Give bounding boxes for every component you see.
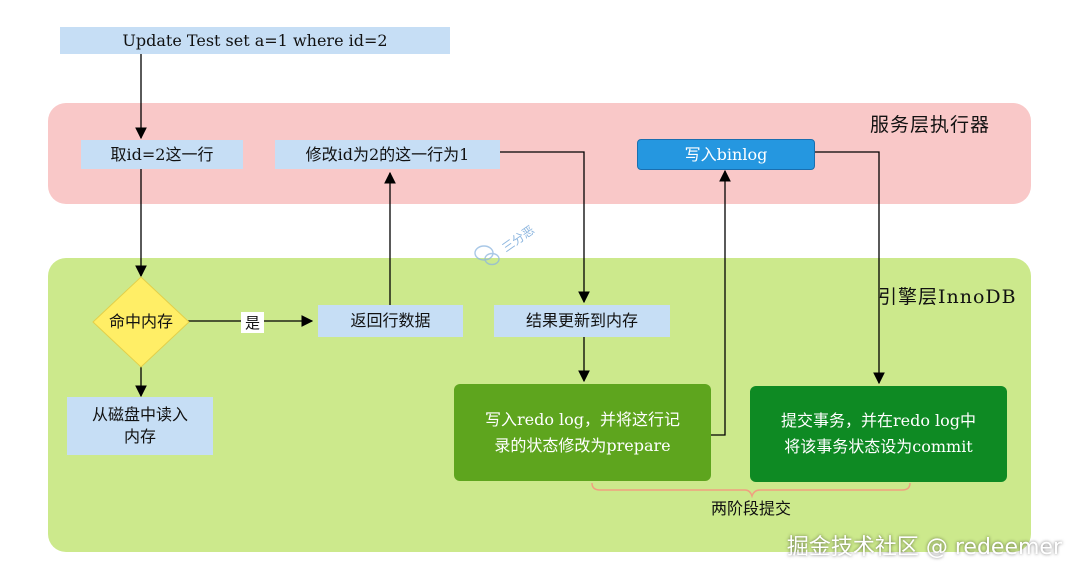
redo-prepare-line2: 录的状态修改为prepare [494,435,671,455]
yes-label: 是 [241,312,265,333]
read-disk-line2: 内存 [123,427,156,446]
engine-layer-title: 引擎层InnoDB [878,286,1017,308]
update-memory-box: 结果更新到内存 [494,305,670,337]
commit-line2: 将该事务状态设为commit [784,437,973,456]
redo-prepare-box: 写入redo log，并将这行记 录的状态修改为prepare [454,384,711,481]
write-binlog-box: 写入binlog [637,139,815,170]
fetch-row-box: 取id=2这一行 [81,140,243,169]
wechat-logo-icon [474,245,500,266]
redo-prepare-line1: 写入redo log，并将这行记 [484,409,681,429]
modify-row-box: 修改id为2的这一行为1 [275,140,500,169]
commit-box: 提交事务，并在redo log中 将该事务状态设为commit [750,386,1007,482]
return-row-data-box: 返回行数据 [318,305,463,337]
hit-memory-label: 命中内存 [108,312,173,332]
read-from-disk-box: 从磁盘中读入 内存 [67,397,213,455]
server-layer-title: 服务层执行器 [870,114,991,136]
commit-line1: 提交事务，并在redo log中 [780,411,977,431]
two-phase-commit-label: 两阶段提交 [710,499,791,519]
watermark-footer: 掘金技术社区 @ redeemer [786,535,1062,560]
hit-memory-diamond [92,276,190,368]
sql-statement: Update Test set a=1 where id=2 [60,27,450,54]
read-disk-line1: 从磁盘中读入 [91,405,188,425]
